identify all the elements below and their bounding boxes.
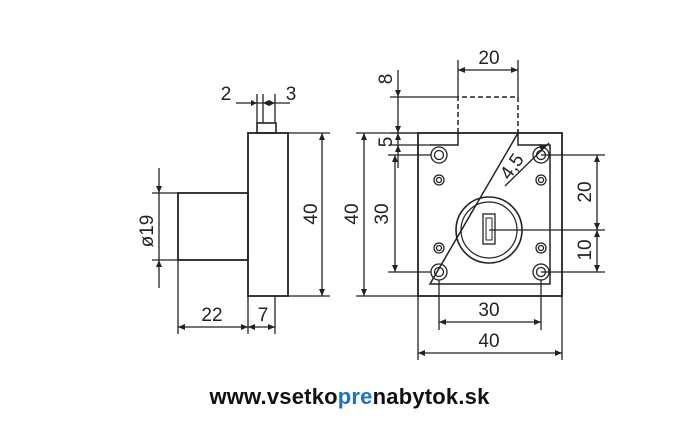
dim-label-3: 3 xyxy=(286,84,297,105)
bolt-stub xyxy=(256,122,277,134)
dim-label-right-20: 20 xyxy=(575,181,596,202)
front-view xyxy=(356,60,605,360)
dim-label-bottom-30: 30 xyxy=(478,300,499,321)
dim-label-dia19: ø19 xyxy=(137,215,158,248)
side-view xyxy=(152,94,330,334)
dim-label-bottom-40: 40 xyxy=(478,331,499,352)
dim-label-5: 5 xyxy=(376,137,397,148)
front-plate-inner xyxy=(428,130,551,285)
website-footer[interactable]: www.vsetkoprenabytok.sk xyxy=(0,384,699,410)
front-plate-outer xyxy=(417,132,563,297)
dim-label-4-5: 4,5 xyxy=(496,150,528,184)
dim-label-outer-40: 40 xyxy=(342,203,363,224)
dim-label-top-20: 20 xyxy=(478,48,499,69)
dim-label-left-30: 30 xyxy=(372,203,393,224)
dim-label-right-10: 10 xyxy=(575,239,596,260)
bolt-dashed xyxy=(457,96,519,133)
footer-text-end: nabytok.sk xyxy=(372,384,490,409)
dim-label-2: 2 xyxy=(221,84,232,105)
cylinder-body xyxy=(177,192,249,261)
dim-label-side-40: 40 xyxy=(301,203,322,224)
dim-label-7: 7 xyxy=(258,305,269,326)
lock-plate-side xyxy=(247,132,289,297)
footer-text-accent: pre xyxy=(337,384,373,409)
technical-drawing: 2 3 ø19 40 22 7 20 8 5 40 30 4,5 20 10 3… xyxy=(137,48,605,360)
footer-text-start: www.vsetko xyxy=(209,384,338,409)
dim-label-8: 8 xyxy=(376,74,397,85)
dim-label-22: 22 xyxy=(201,305,222,326)
